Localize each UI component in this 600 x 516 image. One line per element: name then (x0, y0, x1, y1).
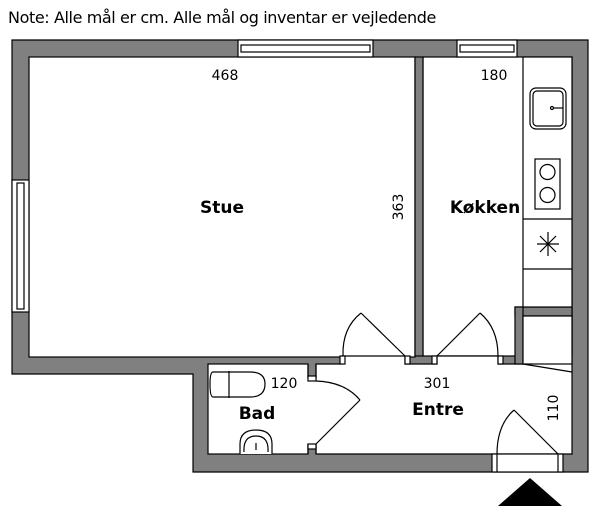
toilet-icon (209, 371, 266, 398)
door-bath (307, 375, 361, 450)
closet (522, 315, 573, 365)
bath-door-opening (306, 378, 318, 444)
stue-width-label: 468 (212, 68, 239, 84)
plan-note: Note: Alle mål er cm. Alle mål og invent… (8, 8, 436, 27)
extractor-icon (537, 232, 559, 256)
door-kitchen (431, 312, 504, 365)
entrance-arrow-icon (498, 478, 562, 506)
stove-icon (534, 158, 561, 210)
door-entrance (491, 409, 564, 473)
bath-width-label: 120 (271, 376, 298, 392)
closet-wall-side (514, 306, 524, 365)
entry-width-label: 301 (424, 376, 451, 392)
kitchen-sink-icon (529, 87, 567, 130)
washbasin-icon (239, 429, 273, 454)
room-label-stue: Stue (200, 198, 244, 218)
entry-depth-label: 110 (546, 395, 562, 422)
door-stue (339, 312, 411, 365)
room-stue (28, 56, 416, 358)
room-label-kitchen: Køkken (450, 198, 520, 218)
window-kitchen (456, 39, 518, 58)
window-stue-left (11, 179, 30, 313)
stue-depth-label: 363 (391, 194, 407, 221)
interior-wall (414, 56, 424, 357)
room-label-bath: Bad (239, 404, 276, 424)
room-label-entry: Entre (412, 400, 464, 420)
window-stue-top (237, 39, 374, 58)
kitchen-width-label: 180 (481, 68, 508, 84)
